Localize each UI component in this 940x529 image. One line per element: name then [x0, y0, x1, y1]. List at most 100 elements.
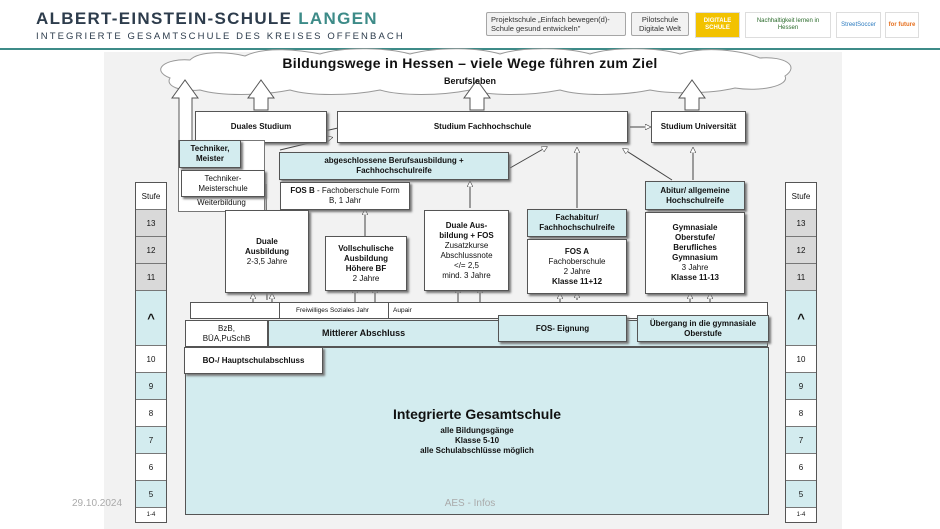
stufe-column-left: Stufe 13 12 11 ^ 10 9 8 7 6 5 1-4 — [135, 182, 167, 523]
abitur-line2: Hochschulreife — [666, 195, 724, 205]
footer-date: 29.10.2024 — [72, 498, 123, 509]
digitale-schule-logo-line1: DIGITALE — [703, 18, 732, 25]
stufe-cell: 10 — [136, 346, 166, 373]
stufe-cell: 13 — [136, 210, 166, 237]
techniker-schule-box: Techniker- Meisterschule — [181, 170, 265, 197]
fos-b-line1: FOS B - Fachoberschule Form — [290, 186, 399, 196]
igs-line1: alle Bildungsgänge — [440, 426, 514, 436]
bzb-line2: BÜA,PuSchB — [202, 333, 251, 343]
streetsoccer-logo: StreetSoccer — [836, 12, 881, 38]
gym-line1: Gymnasiale — [672, 223, 718, 232]
dualfos-line5: </= 2,5 — [454, 260, 479, 270]
projektschule-badge-line2: Schule gesund entwickeln" — [491, 24, 581, 33]
techniker-line1: Techniker, — [190, 144, 230, 153]
fos-eignung-box: FOS- Eignung — [498, 315, 627, 342]
fosa-line4: Klasse 11+12 — [551, 276, 603, 286]
dualfos-line3: Zusatzkurse — [444, 240, 489, 250]
studium-uni-box: Studium Universität — [651, 111, 746, 143]
stufe-cell: 8 — [136, 400, 166, 427]
stufe-cell: 6 — [136, 454, 166, 481]
fachabitur-box: Fachabitur/ Fachhochschulreife — [527, 209, 627, 237]
bzb-line1: BzB, — [218, 323, 235, 333]
digitale-schule-logo: DIGITALE SCHULE — [695, 12, 740, 38]
projektschule-badge: Projektschule „Einfach bewegen(d)- Schul… — [486, 12, 626, 36]
cloud-shape — [160, 48, 792, 95]
gym-line3: Berufliches — [673, 243, 717, 252]
fachabitur-line2: Fachhochschulreife — [539, 223, 615, 232]
duales-studium-label: Duales Studium — [230, 122, 292, 131]
abitur-line1: Abitur/ allgemeine — [660, 185, 730, 195]
stufe-cell: 7 — [136, 427, 166, 454]
for-future-logo-text: for future — [888, 21, 916, 28]
bo-hauptschul-box: BO-/ Hauptschulabschluss — [184, 347, 323, 374]
stufe-cell: 11 — [136, 264, 166, 291]
uebergang-line1: Übergang in die gymnasiale — [649, 318, 757, 328]
nachhaltigkeit-logo-text: Nachhaltigkeit lernen in Hessen — [756, 18, 820, 31]
vollschul-line2: Ausbildung — [344, 253, 388, 263]
fsj-divider-2 — [388, 302, 389, 319]
fos-eignung-label: FOS- Eignung — [535, 323, 590, 333]
stufe-cell: 5 — [136, 481, 166, 508]
stufe-cell: 12 — [136, 237, 166, 264]
techniker-meister-box: Techniker, Meister — [179, 140, 241, 168]
igs-line3: alle Schulabschlüsse möglich — [420, 446, 534, 456]
techniker-schule-line2: Meisterschule — [198, 183, 248, 193]
for-future-logo: for future — [885, 12, 919, 38]
stufe-cell: 12 — [786, 237, 816, 264]
school-subtitle: INTEGRIERTE GESAMTSCHULE DES KREISES OFF… — [36, 31, 405, 42]
uebergang-line2: Oberstufe — [684, 328, 722, 338]
digitale-schule-logo-line2: SCHULE — [705, 25, 730, 31]
studium-fh-label: Studium Fachhochschule — [433, 122, 532, 131]
fosa-line2: Fachoberschule — [548, 256, 606, 266]
stufe-cell: 10 — [786, 346, 816, 373]
fsj-strip: Freiwilliges Soziales Jahr Aupair — [190, 302, 768, 319]
stufe-header-left: Stufe — [136, 183, 166, 210]
school-title: ALBERT-EINSTEIN-SCHULE LANGEN — [36, 9, 378, 29]
fachabitur-line1: Fachabitur/ — [555, 213, 599, 222]
stufe-cell: 7 — [786, 427, 816, 454]
vollschulische-box: Vollschulische Ausbildung Höhere BF 2 Ja… — [325, 236, 407, 291]
projektschule-badge-line1: Projektschule „Einfach bewegen(d)- — [491, 15, 610, 24]
igs-line2: Klasse 5-10 — [454, 436, 500, 446]
bzb-box: BzB, BÜA,PuSchB — [185, 320, 268, 347]
stufe-cell: 1-4 — [136, 508, 166, 522]
arrow-uni-up — [678, 79, 706, 111]
stufe-cell: 13 — [786, 210, 816, 237]
gymnasiale-oberstufe-box: Gymnasiale Oberstufe/ Berufliches Gymnas… — [645, 212, 745, 294]
stufe-cell: 11 — [786, 264, 816, 291]
duale-ausb-line3: 2-3,5 Jahre — [246, 256, 288, 266]
pilotschule-badge: Pilotschule Digitale Welt — [631, 12, 689, 36]
abgeschl-line1: abgeschlossene Berufsausbildung + — [324, 156, 464, 165]
uebergang-box: Übergang in die gymnasiale Oberstufe — [637, 315, 769, 342]
fos-b-text: - Fachoberschule Form — [314, 186, 400, 195]
igs-box: Integrierte Gesamtschule alle Bildungsgä… — [185, 347, 769, 515]
stufe-cell: 5 — [786, 481, 816, 508]
arrow-duales-up — [247, 79, 275, 111]
duales-studium-box: Duales Studium — [195, 111, 327, 143]
stufe-cell: 8 — [786, 400, 816, 427]
arrow-fh-up — [463, 79, 491, 111]
diagram-title: Bildungswege in Hessen – viele Wege führ… — [282, 55, 658, 71]
school-name: ALBERT-EINSTEIN-SCHULE — [36, 9, 293, 28]
pilotschule-badge-line1: Pilotschule — [641, 15, 679, 24]
aupair-label: Aupair — [393, 307, 412, 314]
duale-ausbildung-fos-box: Duale Aus- bildung + FOS Zusatzkurse Abs… — [424, 210, 509, 291]
weiterbildung-label: Weiterbildung — [197, 198, 246, 207]
fosa-line3: 2 Jahre — [563, 266, 591, 276]
duale-ausbildung-box: Duale Ausbildung 2-3,5 Jahre — [225, 210, 309, 293]
fos-a-box: FOS A Fachoberschule 2 Jahre Klasse 11+1… — [527, 239, 627, 294]
techniker-schule-line1: Techniker- — [204, 173, 242, 183]
nachhaltigkeit-logo: Nachhaltigkeit lernen in Hessen — [745, 12, 831, 38]
techniker-line2: Meister — [195, 154, 224, 163]
dualfos-line6: mind. 3 Jahre — [442, 270, 491, 280]
dualfos-line1: Duale Aus- — [445, 220, 488, 230]
stufe-cell: 9 — [786, 373, 816, 400]
gym-line6: Klasse 11-13 — [670, 273, 720, 282]
fos-b-bold: FOS B — [290, 186, 315, 195]
fos-b-box: FOS B - Fachoberschule Form B, 1 Jahr — [280, 182, 410, 210]
fosa-line1: FOS A — [564, 246, 590, 256]
gym-line2: Oberstufe/ — [674, 233, 715, 242]
pilotschule-badge-line2: Digitale Welt — [639, 24, 681, 33]
abitur-box: Abitur/ allgemeine Hochschulreife — [645, 181, 745, 210]
berufsleben-label: Berufsleben — [443, 76, 496, 86]
